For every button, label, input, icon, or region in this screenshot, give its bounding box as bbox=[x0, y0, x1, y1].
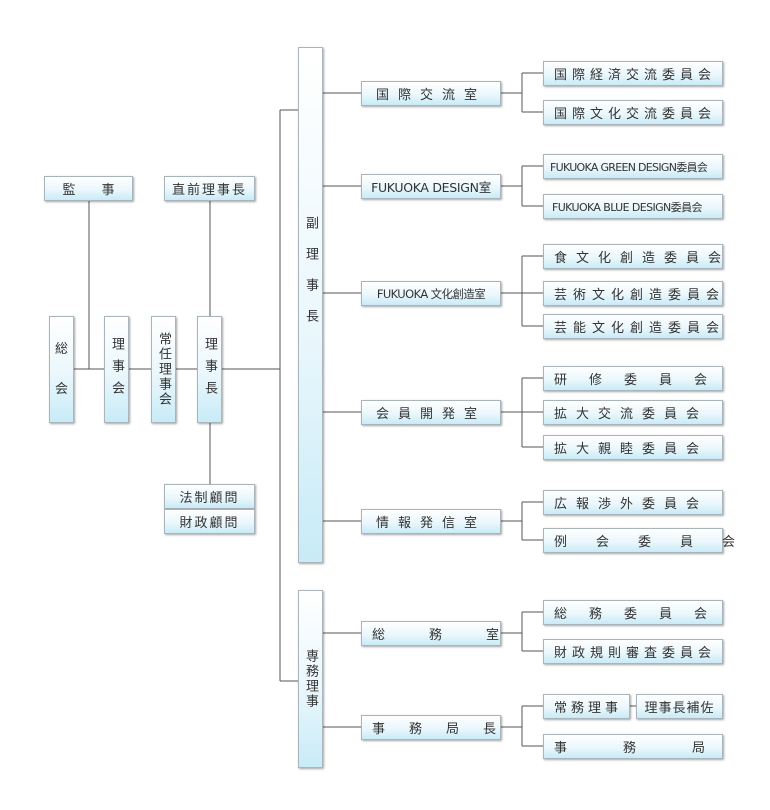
committee-performing-culture: 芸能文化創造委員会 bbox=[543, 314, 723, 339]
office-culture-label: FUKUOKA 文化創造室 bbox=[376, 286, 486, 301]
office-design-label: FUKUOKA DESIGN室 bbox=[371, 180, 491, 195]
office-international-label: 国際交流室 bbox=[375, 88, 486, 103]
secretariat-box: 事務局 bbox=[543, 734, 723, 759]
committee-arts-culture-label: 芸術文化創造委員会 bbox=[554, 288, 726, 303]
committee-green-design: FUKUOKA GREEN DESIGN委員会 bbox=[543, 154, 723, 179]
committee-expanded-fellowship: 拡大親睦委員会 bbox=[543, 435, 723, 460]
office-design: FUKUOKA DESIGN室 bbox=[361, 174, 501, 199]
legal-advisor-box: 法制顧問 bbox=[164, 484, 255, 509]
committee-arts-culture: 芸術文化創造委員会 bbox=[543, 281, 723, 306]
standing-director-box: 常務理事 bbox=[543, 694, 630, 719]
president-box: 理事長 bbox=[197, 316, 222, 423]
executive-board-label: 常任理事会 bbox=[156, 332, 171, 407]
general-assembly-box: 総 会 bbox=[49, 316, 74, 423]
committee-intl-economy: 国際経済交流委員会 bbox=[543, 61, 723, 86]
office-information: 情報発信室 bbox=[361, 509, 501, 534]
committee-training-label: 研修委員会 bbox=[554, 373, 730, 388]
committee-training: 研修委員会 bbox=[543, 366, 723, 391]
office-general-affairs: 総務室 bbox=[361, 621, 501, 646]
managing-director-label: 専務理事 bbox=[303, 649, 318, 709]
legal-advisor-label: 法制顧問 bbox=[179, 491, 240, 506]
committee-public-relations-label: 広報渉外委員会 bbox=[554, 497, 709, 512]
managing-director-box: 専務理事 bbox=[298, 590, 323, 768]
office-culture: FUKUOKA 文化創造室 bbox=[361, 281, 501, 306]
president-assistant-label: 理事長補佐 bbox=[644, 701, 715, 716]
committee-regular-meeting-label: 例会委員会 bbox=[554, 535, 765, 550]
committee-regular-meeting: 例会委員会 bbox=[543, 528, 735, 553]
committee-finance-rules: 財政規則審査委員会 bbox=[543, 639, 723, 664]
committee-expanded-exchange: 拡大交流委員会 bbox=[543, 400, 723, 425]
previous-president-box: 直前理事長 bbox=[164, 176, 255, 201]
auditor-label: 監 事 bbox=[62, 183, 115, 198]
financial-advisor-box: 財政顧問 bbox=[164, 509, 255, 534]
office-general-affairs-label: 総務室 bbox=[372, 628, 544, 643]
committee-finance-rules-label: 財政規則審査委員会 bbox=[554, 646, 717, 661]
committee-public-relations: 広報渉外委員会 bbox=[543, 490, 723, 515]
committee-food-culture-label: 食文化創造委員会 bbox=[554, 251, 731, 266]
committee-expanded-exchange-label: 拡大交流委員会 bbox=[554, 407, 709, 422]
vice-president-label: 副理事長 bbox=[303, 216, 318, 340]
committee-intl-culture-label: 国際文化交流委員会 bbox=[554, 107, 717, 122]
committee-food-culture: 食文化創造委員会 bbox=[543, 244, 723, 269]
board-label: 理事会 bbox=[109, 336, 124, 403]
general-assembly-label: 総 会 bbox=[54, 341, 68, 397]
committee-green-design-label: FUKUOKA GREEN DESIGN委員会 bbox=[550, 160, 708, 174]
president-label: 理事長 bbox=[202, 336, 217, 403]
committee-intl-culture: 国際文化交流委員会 bbox=[543, 100, 723, 125]
committee-performing-culture-label: 芸能文化創造委員会 bbox=[554, 321, 726, 336]
standing-director-label: 常務理事 bbox=[554, 701, 623, 716]
office-membership-label: 会員開発室 bbox=[375, 407, 486, 422]
committee-intl-economy-label: 国際経済交流委員会 bbox=[554, 68, 717, 83]
board-box: 理事会 bbox=[104, 316, 129, 423]
office-information-label: 情報発信室 bbox=[375, 516, 486, 531]
previous-president-label: 直前理事長 bbox=[171, 183, 247, 198]
committee-general-affairs: 総務委員会 bbox=[543, 600, 723, 625]
office-membership: 会員開発室 bbox=[361, 400, 501, 425]
vice-president-box: 副理事長 bbox=[298, 47, 323, 563]
committee-blue-design-label: FUKUOKA BLUE DESIGN委員会 bbox=[552, 200, 702, 214]
office-secretary-general-label: 事務局長 bbox=[372, 722, 521, 737]
secretariat-label: 事務局 bbox=[554, 741, 762, 756]
auditor-box: 監 事 bbox=[44, 176, 133, 201]
committee-general-affairs-label: 総務委員会 bbox=[554, 607, 730, 622]
committee-expanded-fellowship-label: 拡大親睦委員会 bbox=[554, 442, 709, 457]
president-assistant-box: 理事長補佐 bbox=[636, 694, 723, 719]
financial-advisor-label: 財政顧問 bbox=[179, 516, 240, 531]
committee-blue-design: FUKUOKA BLUE DESIGN委員会 bbox=[543, 194, 723, 219]
executive-board-box: 常任理事会 bbox=[151, 316, 176, 423]
office-secretary-general: 事務局長 bbox=[361, 715, 501, 740]
office-international: 国際交流室 bbox=[361, 81, 501, 106]
